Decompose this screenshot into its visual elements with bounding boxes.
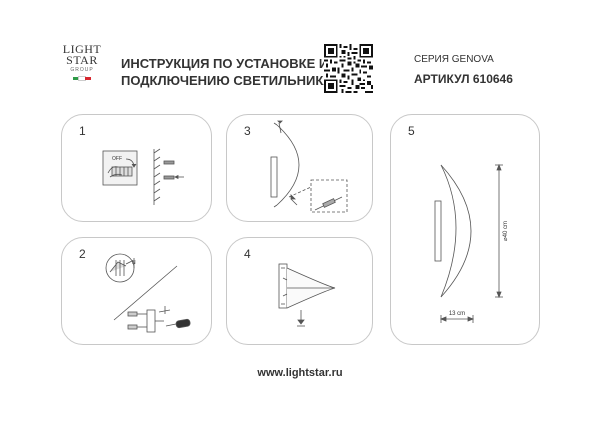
detail-zoom-box bbox=[310, 179, 348, 213]
brand-logo: LIGHT STAR GROUP bbox=[62, 42, 102, 81]
step-5-number: 5 bbox=[408, 124, 415, 138]
neutral-label: N bbox=[132, 260, 136, 266]
wall-plate-icon bbox=[278, 263, 288, 309]
step-2-panel: 2 N bbox=[61, 237, 212, 345]
lamp-shade-side-icon bbox=[270, 122, 300, 208]
step-3-panel: 3 bbox=[226, 114, 373, 222]
logo-line-2: STAR bbox=[66, 53, 98, 67]
lamp-shade-mounted-icon bbox=[286, 267, 336, 309]
mounting-bracket-icon bbox=[127, 309, 164, 333]
lamp-profile-icon bbox=[434, 164, 472, 298]
article-label: АРТИКУЛ 610646 bbox=[414, 72, 513, 86]
step-3-number: 3 bbox=[244, 124, 251, 138]
step-4-illustration bbox=[278, 263, 336, 327]
step-1-panel: 1 OFF bbox=[61, 114, 212, 222]
off-label: OFF bbox=[112, 156, 122, 162]
italian-flag-icon bbox=[62, 76, 102, 81]
title-line-2: ПОДКЛЮЧЕНИЮ СВЕТИЛЬНИКА bbox=[121, 73, 333, 88]
step-1-illustration: OFF bbox=[102, 148, 184, 205]
height-dimension-line bbox=[495, 163, 503, 299]
step-2-illustration: N bbox=[105, 253, 191, 333]
document-title: ИНСТРУКЦИЯ ПО УСТАНОВКЕ И ПОДКЛЮЧЕНИЮ СВ… bbox=[121, 55, 333, 89]
wall-hatch-icon bbox=[153, 148, 161, 205]
cable-connector-icon bbox=[314, 196, 343, 211]
step-2-number: 2 bbox=[79, 247, 86, 261]
ceiling-line bbox=[113, 265, 178, 321]
step-5-dimension-drawing: ⌀40 cm 13 cm bbox=[434, 163, 509, 323]
step-3-illustration bbox=[270, 120, 348, 213]
series-label: СЕРИЯ GENOVA bbox=[414, 54, 494, 65]
step-4-number: 4 bbox=[244, 247, 251, 261]
terminal-block-icon bbox=[107, 166, 133, 178]
depth-dimension-label: 13 cm bbox=[449, 311, 465, 317]
step-1-number: 1 bbox=[79, 124, 86, 138]
depth-dimension-line bbox=[439, 315, 475, 323]
logo-line-1: LIGHT bbox=[62, 42, 102, 56]
title-line-1: ИНСТРУКЦИЯ ПО УСТАНОВКЕ И bbox=[121, 56, 329, 71]
logo-line-3: GROUP bbox=[70, 67, 94, 73]
height-dimension-label: ⌀40 cm bbox=[503, 221, 509, 241]
screwdriver-icon bbox=[165, 318, 191, 329]
qr-code-icon bbox=[324, 44, 373, 93]
website-link[interactable]: www.lightstar.ru bbox=[257, 367, 343, 379]
step-4-panel: 4 bbox=[226, 237, 373, 345]
step-5-panel: 5 ⌀40 cm 13 cm bbox=[390, 114, 540, 345]
